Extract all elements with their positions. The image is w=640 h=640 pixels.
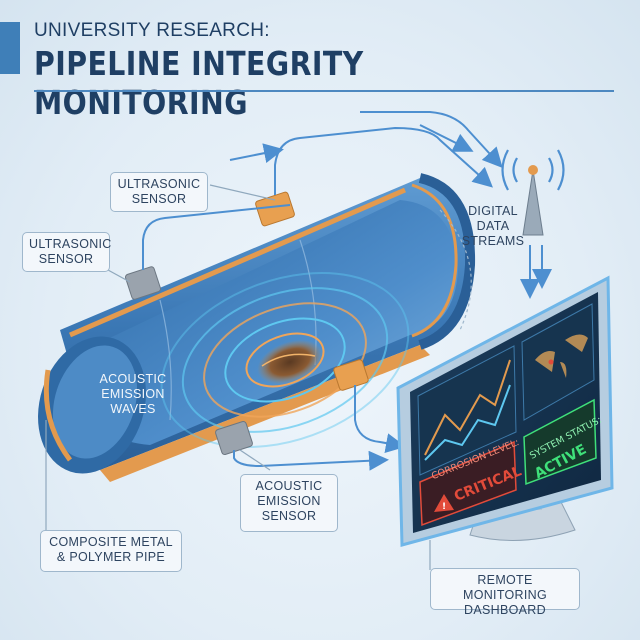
ultrasonic-sensor-top bbox=[255, 191, 295, 227]
title-divider bbox=[34, 90, 614, 92]
data-stream-arrows bbox=[142, 111, 552, 471]
title-accent-bar bbox=[0, 22, 20, 74]
acoustic-emission-waves bbox=[160, 272, 410, 448]
label-digital-data-streams: DIGITAL DATA STREAMS bbox=[461, 204, 525, 248]
acoustic-emission-sensor bbox=[215, 420, 253, 456]
header-subtitle: UNIVERSITY RESEARCH: bbox=[34, 20, 270, 41]
label-acoustic-emission-waves: ACOUSTIC EMISSION WAVES bbox=[99, 372, 167, 416]
svg-text:!: ! bbox=[442, 502, 446, 512]
callout-acoustic-emission-sensor: ACOUSTIC EMISSION SENSOR bbox=[240, 474, 338, 532]
leader-lines bbox=[45, 184, 431, 570]
callout-remote-monitoring-dashboard: REMOTE MONITORING DASHBOARD bbox=[430, 568, 580, 617]
callout-pipe-material: COMPOSITE METAL & POLYMER PIPE bbox=[40, 530, 182, 572]
corrosion-spot bbox=[257, 339, 323, 385]
callout-ultrasonic-sensor-top: ULTRASONIC SENSOR bbox=[110, 172, 208, 212]
header-title: PIPELINE INTEGRITY MONITORING bbox=[34, 44, 364, 122]
ultrasonic-sensor-left bbox=[124, 266, 162, 300]
antenna-icon bbox=[501, 149, 565, 236]
callout-ultrasonic-sensor-left: ULTRASONIC SENSOR bbox=[22, 232, 111, 272]
dashboard-monitor: ! bbox=[396, 275, 614, 547]
